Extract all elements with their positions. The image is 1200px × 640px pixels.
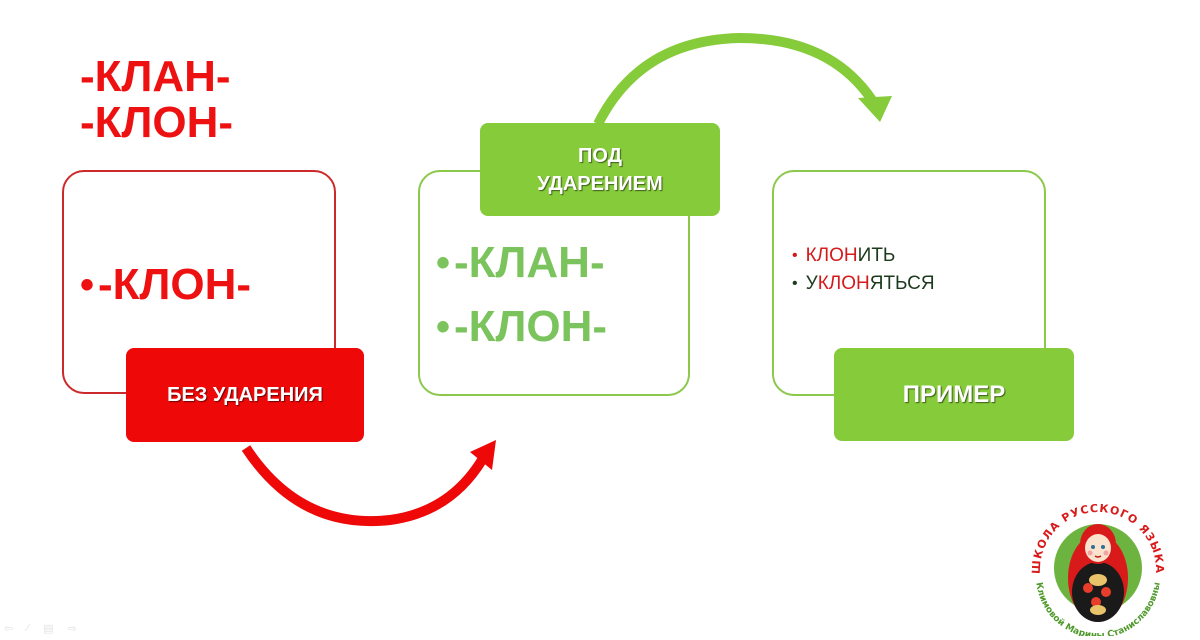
bullet-icon: • (80, 263, 95, 307)
stressed-item-2: • -КЛОН- (436, 302, 607, 352)
stressed-label-line1: ПОД (578, 144, 622, 167)
menu-icon[interactable]: ▤ (43, 623, 54, 635)
stressed-item-1: • -КЛАН- (436, 238, 605, 288)
next-arrow-icon[interactable]: ⇨ (67, 623, 77, 635)
example-root: КЛОН (817, 273, 870, 294)
example-suffix: ЯТЬСЯ (869, 273, 935, 294)
school-logo: ШКОЛА РУССКОГО ЯЗЫКА Климовой Марины Ста… (1026, 496, 1170, 636)
unstressed-label: БЕЗ УДАРЕНИЯ (167, 383, 323, 406)
example-label: ПРИМЕР (902, 380, 1006, 408)
example-root: КЛОН (805, 245, 858, 266)
slide-controls: ⇦ ⁄ ▤ ⇨ (4, 622, 77, 635)
title-klan: -КЛАН- (80, 52, 231, 101)
stressed-tag: ПОД УДАРЕНИЕМ (480, 123, 720, 216)
bullet-icon: • (792, 247, 798, 264)
title-klon: -КЛОН- (80, 98, 234, 147)
curved-arrow-red (241, 440, 496, 526)
stressed-label-line2: УДАРЕНИЕМ (537, 172, 663, 195)
prev-arrow-icon[interactable]: ⇦ (4, 623, 14, 635)
example-suffix: ИТЬ (857, 245, 896, 266)
example-prefix: У (805, 273, 818, 294)
bullet-icon: • (792, 275, 798, 292)
bullet-icon: • (436, 241, 451, 285)
unstressed-tag: БЕЗ УДАРЕНИЯ (126, 348, 364, 442)
unstressed-item: • -КЛОН- (80, 260, 251, 310)
example-tag: ПРИМЕР (834, 348, 1074, 441)
curved-arrow-green (593, 32, 892, 127)
stressed-item-text: -КЛАН- (454, 238, 605, 287)
pen-icon[interactable]: ⁄ (27, 622, 30, 634)
unstressed-item-text: -КЛОН- (98, 260, 252, 309)
stressed-item-text: -КЛОН- (454, 302, 608, 351)
bullet-icon: • (436, 305, 451, 349)
